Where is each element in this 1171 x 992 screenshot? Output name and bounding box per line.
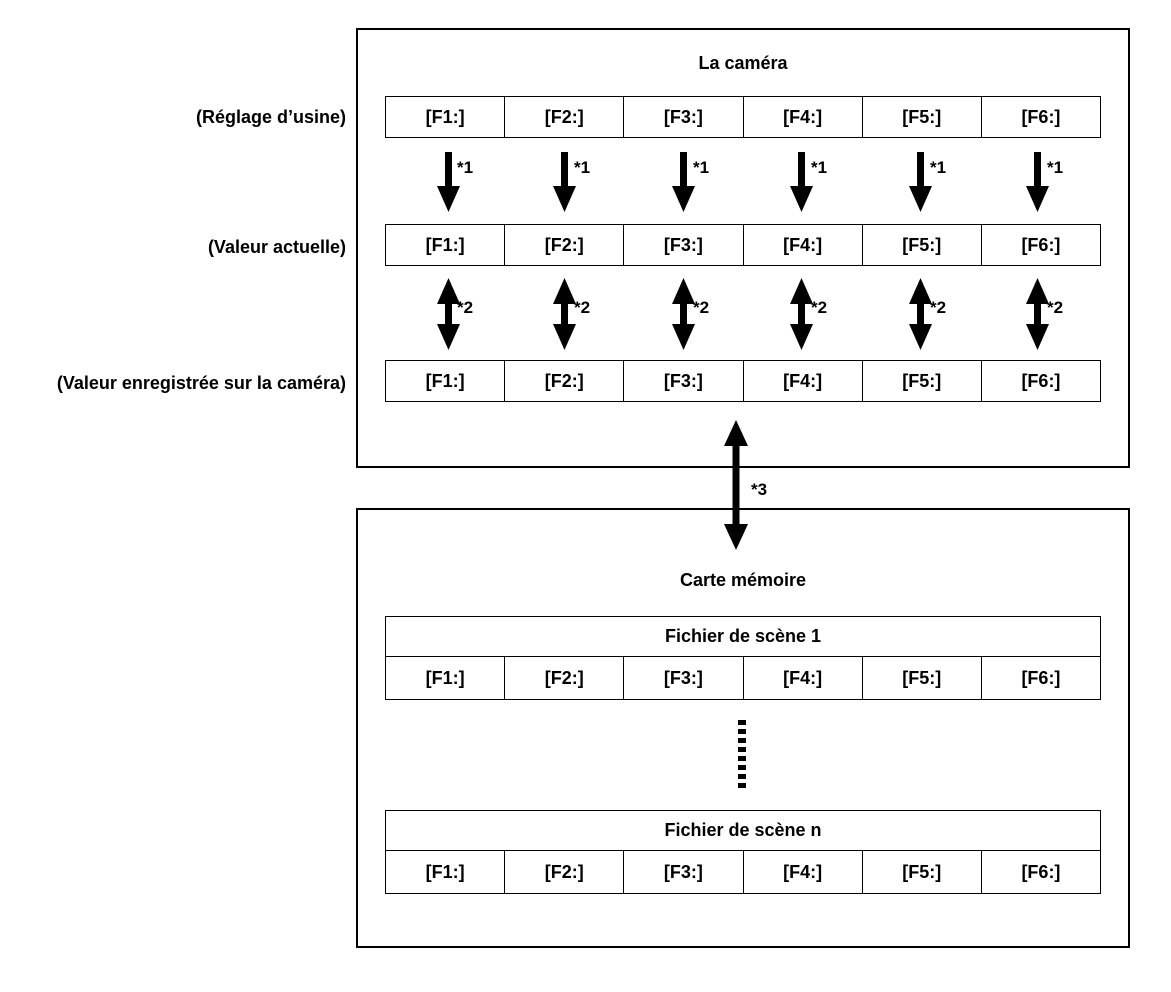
double-arrow-icon (553, 278, 576, 350)
saved-cell-f5: [F5:] (863, 361, 982, 401)
bidirectional-arrows (437, 278, 1049, 350)
down-arrow-icon (790, 152, 813, 212)
scenen-cell-f1: [F1:] (386, 851, 506, 893)
scene1-cell-f3: [F3:] (624, 657, 744, 699)
scenen-cell-f3: [F3:] (624, 851, 744, 893)
scene1-cell-f6: [F6:] (1021, 667, 1061, 688)
note-2-col3: *2 (693, 298, 710, 317)
factory-cell-f5: [F5:] (863, 97, 982, 137)
scene-file-n-header: Fichier de scène n (385, 810, 1101, 850)
note-2-col4: *2 (811, 298, 828, 317)
transfer-double-arrow-icon (724, 420, 748, 550)
ellipsis-dashes (738, 720, 746, 788)
saved-cell-f2: [F2:] (505, 361, 625, 401)
scene-file-1-row: [F1:] [F2:] [F3:] [F4:] [F5:] [F6:] (385, 656, 1101, 700)
note-1-col3: *1 (693, 158, 710, 177)
down-arrow-icon (553, 152, 576, 212)
memory-card-box (356, 508, 1130, 948)
scene-file-1-header: Fichier de scène 1 (385, 616, 1101, 656)
double-arrow-icon (437, 278, 460, 350)
note-3: *3 (751, 480, 768, 499)
factory-cell-f3: [F3:] (624, 97, 744, 137)
factory-cell-f6: [F6:] (1021, 106, 1061, 127)
current-cell-f3: [F3:] (624, 225, 744, 265)
scene-file-n-row: [F1:] [F2:] [F3:] [F4:] [F5:] [F6:] (385, 850, 1101, 894)
double-arrow-icon (1026, 278, 1049, 350)
down-arrow-icon (672, 152, 695, 212)
current-cell-f1: [F1:] (386, 225, 506, 265)
down-arrows (437, 152, 1049, 212)
note-2-col5: *2 (930, 298, 947, 317)
current-cell-f6: [F6:] (1021, 234, 1061, 255)
note-2-col2: *2 (574, 298, 591, 317)
note-1-col6: *1 (1047, 158, 1064, 177)
factory-setting-label: (Réglage d’usine) (195, 107, 346, 127)
factory-setting-row: [F1:] [F2:] [F3:] [F4:] [F5:] [F6:] (385, 96, 1101, 138)
note-2-col6: *2 (1047, 298, 1064, 317)
scenen-cell-f2: [F2:] (505, 851, 625, 893)
factory-cell-f2: [F2:] (505, 97, 625, 137)
double-arrow-icon (790, 278, 813, 350)
note-1-col1: *1 (457, 158, 474, 177)
scenen-cell-f5: [F5:] (863, 851, 982, 893)
scene1-cell-f1: [F1:] (386, 657, 506, 699)
saved-value-row: [F1:] [F2:] [F3:] [F4:] [F5:] [F6:] (385, 360, 1101, 402)
note-1-col4: *1 (811, 158, 828, 177)
note-1-col2: *1 (574, 158, 591, 177)
saved-value-label: (Valeur enregistrée sur la caméra) (56, 373, 346, 393)
note-1-col5: *1 (930, 158, 947, 177)
down-arrow-icon (909, 152, 932, 212)
scene1-cell-f2: [F2:] (505, 657, 625, 699)
scene1-cell-f5: [F5:] (863, 657, 982, 699)
current-cell-f2: [F2:] (505, 225, 625, 265)
current-value-row: [F1:] [F2:] [F3:] [F4:] [F5:] [F6:] (385, 224, 1101, 266)
memory-card-title: Carte mémoire (679, 570, 807, 590)
saved-cell-f4: [F4:] (744, 361, 863, 401)
note-2-col1: *2 (457, 298, 474, 317)
double-arrow-icon (672, 278, 695, 350)
saved-cell-f1: [F1:] (386, 361, 506, 401)
scenen-cell-f4: [F4:] (744, 851, 863, 893)
factory-cell-f1: [F1:] (386, 97, 506, 137)
saved-cell-f6: [F6:] (1021, 370, 1061, 391)
down-arrow-icon (437, 152, 460, 212)
factory-cell-f4: [F4:] (744, 97, 863, 137)
scenen-cell-f6: [F6:] (1021, 861, 1061, 882)
current-cell-f4: [F4:] (744, 225, 863, 265)
double-arrow-icon (909, 278, 932, 350)
saved-cell-f3: [F3:] (624, 361, 744, 401)
camera-box (356, 28, 1130, 468)
scene1-cell-f4: [F4:] (744, 657, 863, 699)
current-value-label: (Valeur actuelle) (207, 237, 346, 257)
down-arrow-icon (1026, 152, 1049, 212)
current-cell-f5: [F5:] (863, 225, 982, 265)
camera-title: La caméra (698, 53, 788, 73)
